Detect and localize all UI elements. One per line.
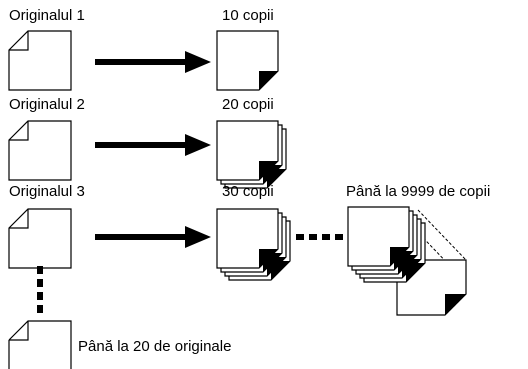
arrow-1: [95, 51, 211, 73]
arrow-2: [95, 134, 211, 156]
copies-2-stack: [216, 120, 287, 189]
max-copies-stack: [347, 206, 467, 316]
horizontal-dashed-connector: [296, 234, 343, 240]
original-3-document: [8, 208, 72, 269]
copies-2-label: 20 copii: [222, 96, 274, 113]
original-2-document: [8, 120, 72, 181]
copies-3-stack: [216, 208, 291, 281]
max-copies-label: Până la 9999 de copii: [346, 183, 490, 200]
original-3-label: Originalul 3: [9, 183, 85, 200]
original-2-label: Originalul 2: [9, 96, 85, 113]
arrow-3: [95, 226, 211, 248]
copies-3-label: 30 copii: [222, 183, 274, 200]
original-1-document: [8, 30, 72, 91]
last-original-document: [8, 320, 72, 369]
copies-1-label: 10 copii: [222, 7, 274, 24]
original-1-label: Originalul 1: [9, 7, 85, 24]
copies-1-stack: [216, 30, 279, 91]
vertical-dashed-connector: [37, 266, 43, 313]
max-originals-label: Până la 20 de originale: [78, 338, 231, 355]
